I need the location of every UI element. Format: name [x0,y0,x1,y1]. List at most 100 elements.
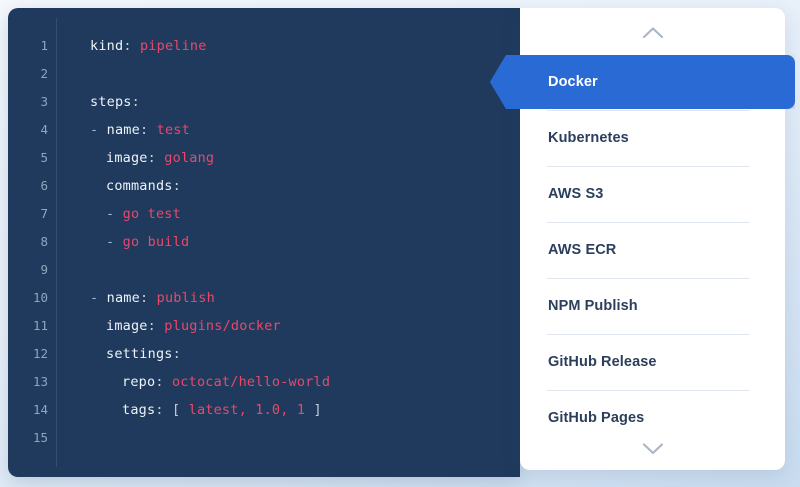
code-line-text: image: plugins/docker [48,312,281,340]
list-divider [547,166,750,167]
code-line-text: image: golang [48,144,214,172]
code-token-punct: : [172,178,181,194]
code-token-val: pipeline [139,38,207,54]
code-token-val: test [156,122,190,138]
list-divider [547,334,750,335]
code-token-punct: : [131,94,140,110]
code-token-val: publish [156,290,215,306]
list-item[interactable]: GitHub Release [520,334,785,390]
code-token-dash: - [90,290,107,306]
code-token-punct: : [147,318,165,334]
code-token-punct: : [139,122,157,138]
code-token-key: commands [106,178,173,194]
code-token-punct: : [147,150,165,166]
list-item[interactable]: Kubernetes [520,110,785,166]
code-token-key: repo [122,374,156,390]
code-token-val: octocat/hello-world [171,374,331,390]
code-line: 15 [8,424,520,452]
list-item-label: Docker [548,74,598,90]
code-line: 10- name: publish [8,284,520,312]
line-number: 1 [40,38,48,53]
code-token-dash: - [90,122,107,138]
list-item[interactable]: Docker [490,54,795,110]
code-token-punct: : [172,346,181,362]
code-line-text: - go test [48,200,181,228]
list-item-label: Kubernetes [548,130,629,146]
list-item[interactable]: NPM Publish [520,278,785,334]
code-line-text: kind: pipeline [48,32,207,60]
code-line: 8- go build [8,228,520,256]
scroll-up-button[interactable] [520,12,785,52]
line-number: 15 [32,430,48,445]
list-divider [547,222,750,223]
list-divider [547,278,750,279]
line-number: 11 [32,318,48,333]
gutter-divider [56,18,57,467]
list-item-label: AWS S3 [548,186,604,202]
code-line-text: - name: publish [48,284,215,312]
code-line-text: - name: test [48,116,190,144]
code-line: 4- name: test [8,116,520,144]
code-token-key: settings [106,346,173,362]
code-line-text: commands: [48,172,181,200]
code-token-val: golang [164,150,215,166]
code-token-key: tags [122,402,156,418]
code-token-val: plugins/docker [164,318,281,334]
list-item[interactable]: AWS S3 [520,166,785,222]
code-line-text: steps: [48,88,140,116]
code-line-text: - go build [48,228,189,256]
line-number: 6 [40,178,48,193]
code-token-key: name [106,122,140,138]
list-item-label: AWS ECR [548,242,617,258]
chevron-up-icon [642,26,664,39]
chevron-down-icon [642,442,664,455]
code-token-dash: - [106,234,123,250]
list-item[interactable]: GitHub Pages [520,390,785,446]
list-divider [547,390,750,391]
list-item[interactable]: AWS ECR [520,222,785,278]
line-number: 4 [40,122,48,137]
code-line: 2 [8,60,520,88]
line-number: 5 [40,150,48,165]
list-item-label: NPM Publish [548,298,638,314]
code-token-key: image [106,150,148,166]
line-number: 13 [32,374,48,389]
code-token-key: kind [90,38,124,54]
list-divider [547,110,750,111]
code-token-val: go build [122,234,190,250]
line-number: 14 [32,402,48,417]
list-item-label: GitHub Pages [548,410,645,426]
selected-item-pill[interactable]: Docker [490,55,795,109]
line-number: 10 [32,290,48,305]
line-number: 12 [32,346,48,361]
code-token-val: latest, 1.0, 1 [188,402,306,418]
line-number: 2 [40,66,48,81]
list-item-label: GitHub Release [548,354,657,370]
code-token-punct: : [123,38,140,54]
code-line: 12 settings: [8,340,520,368]
scroll-down-button[interactable] [520,428,785,468]
line-number: 9 [40,262,48,277]
line-number: 7 [40,206,48,221]
code-token-dash: - [106,206,123,222]
code-line: 7- go test [8,200,520,228]
code-token-val: go test [122,206,181,222]
code-token-punct: : [155,402,172,418]
code-token-key: image [106,318,148,334]
code-token-punct: : [155,374,172,390]
code-token-key: steps [90,94,132,110]
code-token-punct: : [139,290,157,306]
code-line-text: repo: octocat/hello-world [48,368,330,396]
code-token-punct: ] [305,402,322,418]
